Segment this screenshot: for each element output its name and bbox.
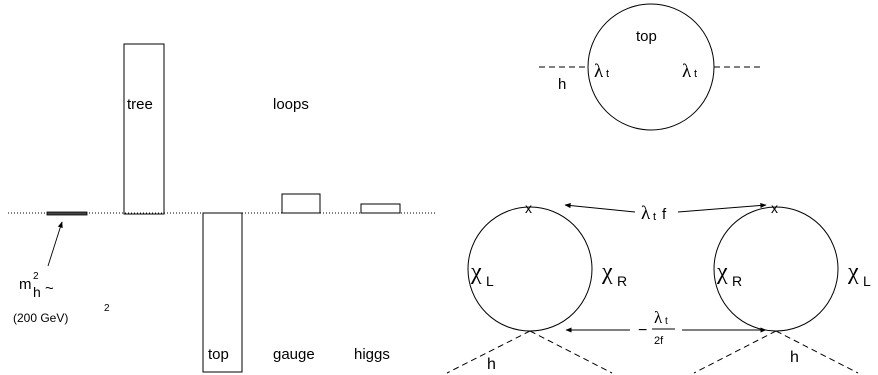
mass-sub: h: [33, 284, 41, 300]
coupling-left: λ: [594, 61, 604, 82]
frac-lambda: λ: [654, 308, 663, 327]
coupling-left-sub: t: [606, 68, 609, 80]
vertex-x-right: x: [771, 200, 778, 216]
vertex-x-left: x: [525, 200, 532, 216]
left-chi-L: χ: [470, 259, 482, 285]
higgs-mass-bar: [46, 211, 88, 216]
tree-label: tree: [127, 96, 153, 113]
coupling-right: λ: [682, 61, 692, 82]
mass-arrow: [47, 221, 63, 267]
frac-lambda-sub: t: [665, 316, 668, 327]
top-loop-diagram: top h λ t λ t: [539, 3, 763, 131]
left-chi-R-sub: R: [617, 273, 627, 289]
bar-comparison: tree loops top gauge higgs m 2 h ~ (200 …: [8, 43, 437, 373]
mass-scale: (200 GeV): [13, 311, 68, 325]
mass-annotation: m 2 h ~ (200 GeV) 2: [13, 271, 110, 325]
higgs-label-left: h: [487, 356, 496, 373]
top-label: top: [208, 346, 229, 363]
mass-sup: 2: [33, 271, 39, 282]
right-chi-R-sub: R: [732, 273, 742, 289]
higgs-label-right: h: [790, 349, 799, 366]
top-arrow-left: [564, 203, 636, 213]
right-chi-L-sub: L: [863, 273, 871, 289]
tree-bar: [123, 43, 165, 215]
right-chi-L: χ: [847, 259, 859, 285]
top-coupling-lambda: λ: [641, 203, 651, 224]
top-bar: [202, 212, 243, 373]
left-chi-R: χ: [601, 259, 613, 285]
top-coupling-f: f: [662, 206, 667, 223]
left-chi-loop: [467, 206, 593, 332]
higgs-leg-2: [529, 330, 613, 374]
top-loop-circle: [587, 3, 715, 131]
right-chi-loop: [713, 206, 839, 332]
top-arrow-right: [677, 202, 767, 213]
chi-loops-diagram: x x λ t f χ L χ R χ R χ L − λ t 2f h h: [446, 200, 871, 374]
higgs-h-label: h: [558, 76, 566, 93]
gauge-bar: [281, 193, 321, 214]
top-loop-label: top: [636, 28, 657, 45]
higgs-leg-1: [446, 330, 531, 374]
coupling-minus: −: [638, 322, 647, 339]
coupling-right-sub: t: [694, 68, 697, 80]
mass-m: m: [19, 276, 32, 293]
left-chi-L-sub: L: [486, 273, 494, 289]
top-coupling-sub: t: [653, 211, 656, 223]
gauge-label: gauge: [273, 346, 315, 363]
frac-den: 2f: [654, 335, 664, 347]
loops-label: loops: [273, 96, 309, 113]
mass-scale-sup: 2: [104, 303, 110, 314]
higgs-leg-4: [775, 330, 859, 374]
mass-tilde: ~: [45, 280, 54, 297]
higgs-bar: [360, 203, 401, 214]
right-chi-R: χ: [716, 259, 728, 285]
higgs-leg-3: [693, 330, 777, 374]
higgs-label: higgs: [354, 346, 390, 363]
